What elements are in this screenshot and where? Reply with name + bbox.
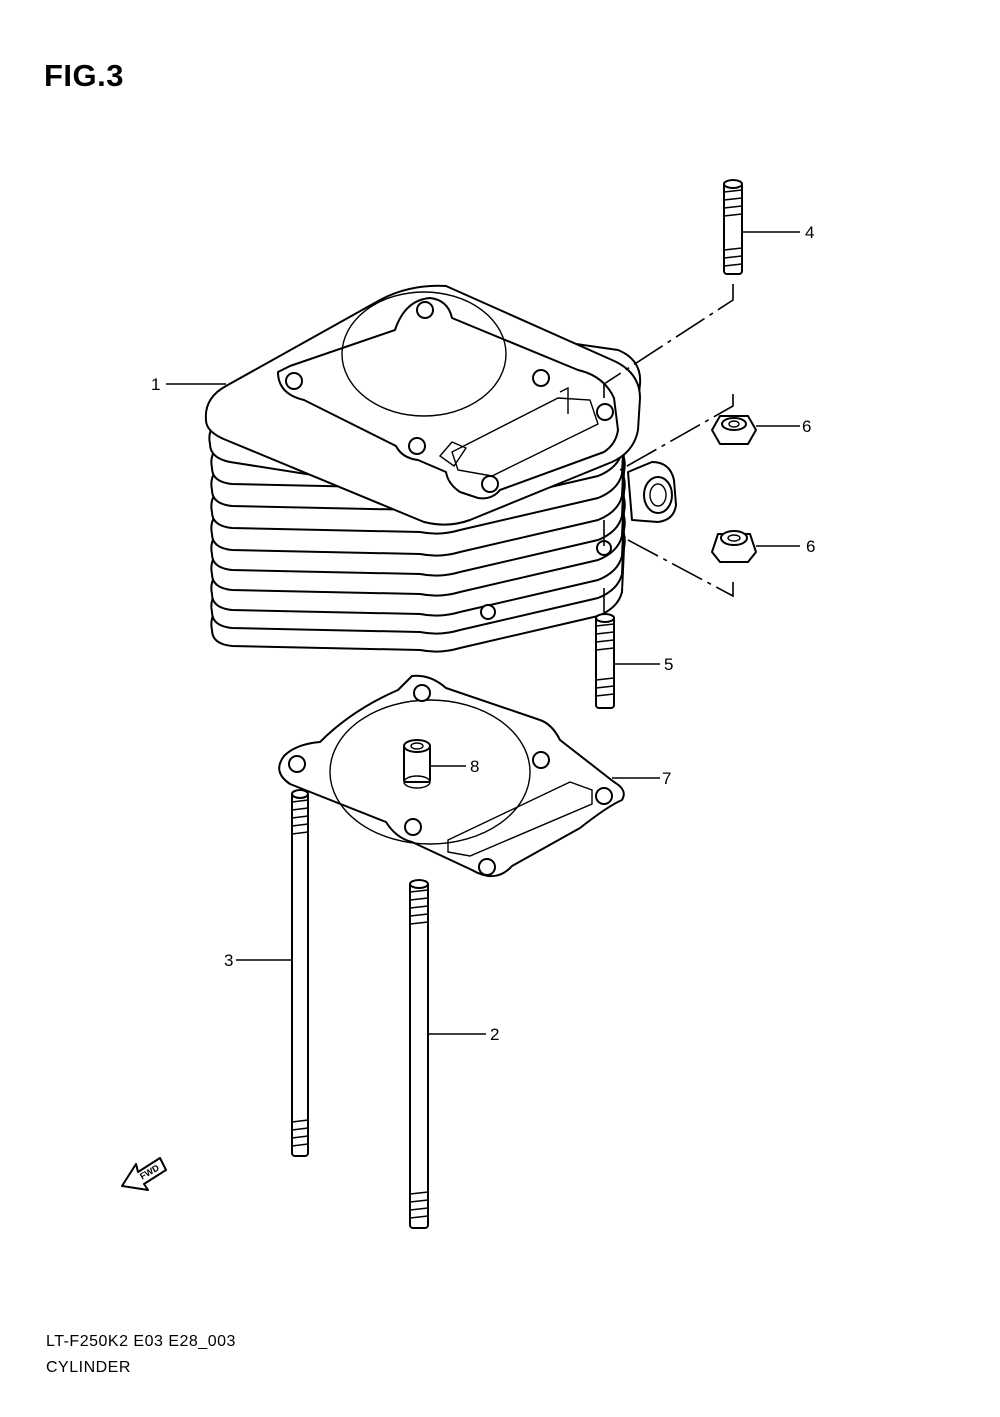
callout-2: 2 (490, 1025, 499, 1044)
model-code: LT-F250K2 E03 E28_003 (46, 1333, 236, 1350)
callout-4: 4 (805, 223, 814, 242)
callout-3: 3 (224, 951, 233, 970)
cylinder-top-face (277, 291, 619, 500)
stud-part-3[interactable] (291, 789, 309, 1157)
stud-hole-lower (480, 604, 496, 620)
gasket-part-7[interactable] (278, 674, 625, 877)
cylinder-side-boss (627, 461, 677, 523)
figure-title: FIG.3 (44, 58, 125, 93)
part-name: CYLINDER (46, 1359, 131, 1376)
callout-6-lower: 6 (806, 537, 815, 556)
callout-8: 8 (470, 757, 479, 776)
leader-lines (166, 231, 800, 1035)
stud-part-4[interactable] (723, 179, 743, 275)
stud-part-2[interactable] (409, 879, 429, 1229)
callout-1: 1 (151, 375, 160, 394)
stud-part-5[interactable] (595, 613, 615, 709)
dowel-pin-part-8[interactable] (403, 739, 431, 789)
forward-arrow-icon: FWD (121, 1157, 167, 1191)
callout-labels: 1 2 3 4 5 6 6 7 8 (151, 223, 815, 1044)
callout-5: 5 (664, 655, 673, 674)
callout-6-upper: 6 (802, 417, 811, 436)
callout-7: 7 (662, 769, 671, 788)
nut-part-6-lower[interactable] (711, 530, 757, 563)
assembly-centerlines (603, 284, 734, 612)
nut-part-6-upper[interactable] (711, 415, 757, 445)
cylinder-part[interactable] (204, 284, 677, 653)
